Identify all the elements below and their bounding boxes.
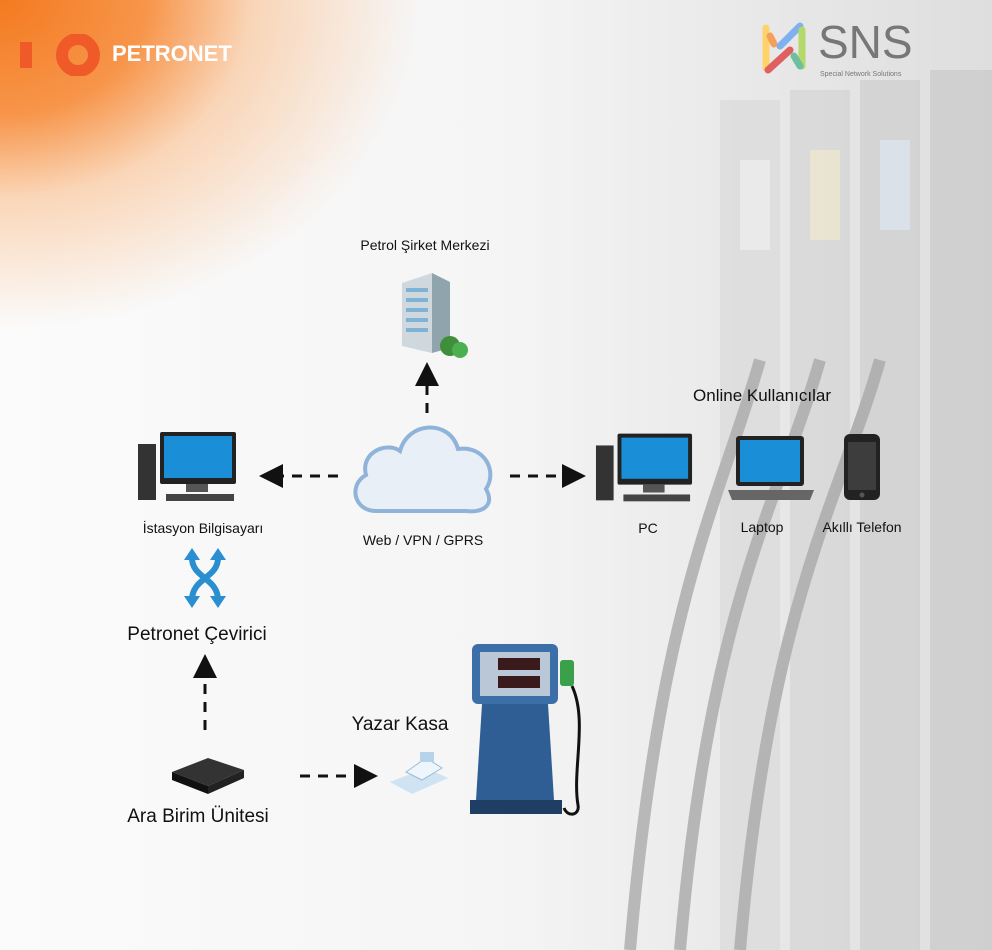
desktop-computer-icon xyxy=(138,432,236,501)
exchange-arrows-icon xyxy=(184,548,226,608)
petronet-logo-text: PETRONET xyxy=(112,41,232,66)
unit-label: Ara Birim Ünitesi xyxy=(127,806,269,827)
building-icon xyxy=(402,273,468,358)
sns-logo-text: SNS xyxy=(818,16,913,68)
interface-unit-device-icon xyxy=(172,758,244,794)
smartphone-icon xyxy=(844,434,880,500)
cloud-label: Web / VPN / GPRS xyxy=(362,532,484,548)
sns-logo: SNS Special Network Solutions xyxy=(758,19,913,81)
cash-register-icon xyxy=(390,752,448,794)
hq-label: Petrol Şirket Merkezi xyxy=(360,237,490,253)
sns-logo-mark-icon xyxy=(762,22,806,74)
petronet-logo-mark-icon xyxy=(20,33,100,77)
pc-label: PC xyxy=(638,520,658,536)
fuel-pump-icon xyxy=(470,644,581,816)
converter-label: Petronet Çevirici xyxy=(127,624,267,645)
background-fuel-pumps xyxy=(624,70,992,950)
register-label: Yazar Kasa xyxy=(351,714,449,735)
petronet-logo: PETRONET xyxy=(20,33,232,81)
pc-icon xyxy=(595,433,693,502)
laptop-label: Laptop xyxy=(740,519,784,535)
online-users-title: Online Kullanıcılar xyxy=(693,386,831,405)
phone-label: Akıllı Telefon xyxy=(822,519,902,535)
station-pc-label: İstasyon Bilgisayarı xyxy=(142,520,264,536)
cloud-icon xyxy=(353,425,493,514)
sns-tagline: Special Network Solutions xyxy=(820,71,902,78)
laptop-icon xyxy=(728,436,814,500)
